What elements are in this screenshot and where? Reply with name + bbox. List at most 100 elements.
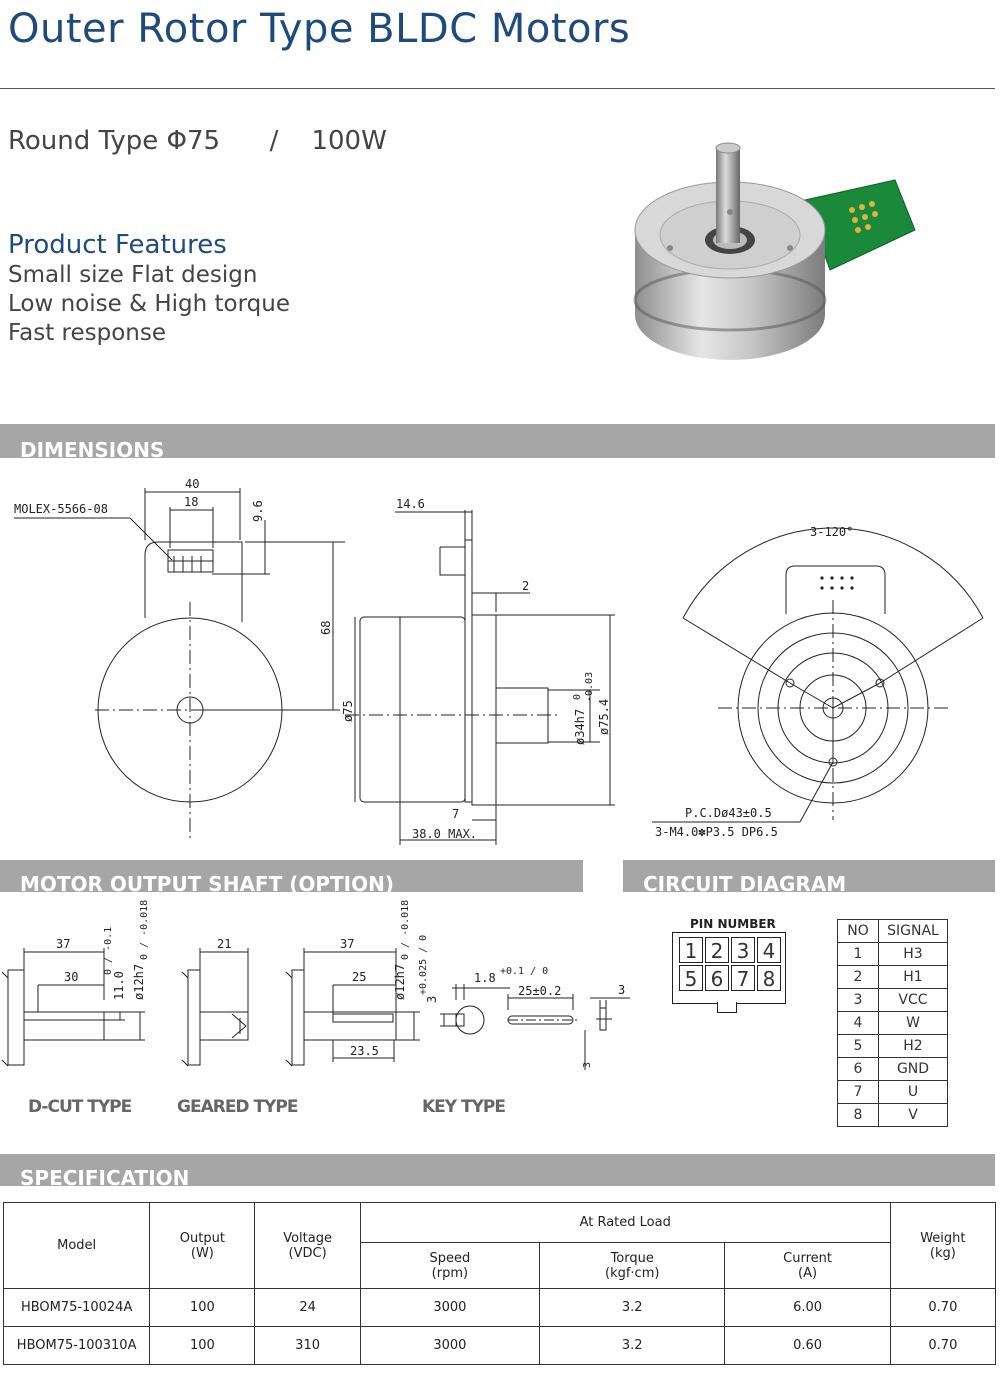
spec-header-current: Current (A) [724, 1242, 891, 1289]
dimensions-drawing: MOLEX-5566-08 40 18 9.6 68 ø75 14.6 2 7 … [14, 477, 984, 845]
signal-no: 2 [837, 965, 879, 989]
dcut-dim-11: 11.0 [112, 971, 126, 1000]
specification-title: SPECIFICATION [20, 1166, 190, 1190]
spec-cell: 3.2 [539, 1288, 726, 1327]
signal-name: W [878, 1011, 948, 1035]
spec-header-output: Output (W) [149, 1202, 256, 1289]
table-row: HBOM75-10024A 100 24 3000 3.2 6.00 0.70 [2, 1288, 997, 1327]
spec-header-model: Model [2, 1202, 151, 1289]
dcut-type-label: D-CUT TYPE [28, 1097, 132, 1117]
signal-name: U [878, 1080, 948, 1104]
geared-dim-21: 21 [217, 937, 231, 951]
spec-cell: HBOM75-10024A [2, 1288, 151, 1327]
spec-cell: 3000 [359, 1326, 541, 1365]
pin-number-title: PIN NUMBER [690, 917, 776, 931]
dcut-dim-37: 37 [56, 937, 70, 951]
signal-no: 8 [837, 1103, 879, 1127]
signal-no: 1 [837, 942, 879, 966]
spec-cell: 6.00 [724, 1288, 891, 1327]
pin-cell: 6 [705, 965, 729, 991]
key-dim-23-5: 23.5 [350, 1044, 379, 1058]
motor-product-image [633, 142, 916, 360]
pin-cell: 4 [757, 937, 781, 963]
pin-connector: 1 2 3 4 5 6 7 8 [672, 932, 786, 1013]
spec-header-torque: Torque (kgf·cm) [539, 1242, 726, 1289]
signal-name: VCC [878, 988, 948, 1012]
circuit-title: CIRCUIT DIAGRAM [643, 872, 847, 896]
signal-no: 3 [837, 988, 879, 1012]
key-dim-d12: ø12h7 [393, 964, 407, 1000]
dim-14-6: 14.6 [396, 497, 425, 511]
spec-cell: 0.70 [889, 1326, 997, 1365]
spec-cell: 0.70 [889, 1288, 997, 1327]
dcut-dim-d12-tol: 0 / -0.018 [139, 900, 150, 960]
signal-no: 7 [837, 1080, 879, 1104]
signal-no: 6 [837, 1057, 879, 1081]
key-dim-25: 25 [352, 970, 366, 984]
pin-cell: 2 [705, 937, 729, 963]
spec-cell: 0.60 [724, 1326, 891, 1365]
dim-d34: ø34h7 [573, 709, 587, 745]
title-divider [0, 88, 995, 89]
pin-cell: 1 [679, 937, 703, 963]
specification-section-header: SPECIFICATION [0, 1154, 995, 1190]
spec-cell: 100 [149, 1326, 256, 1365]
geared-type-label: GEARED TYPE [177, 1097, 298, 1117]
shaft-title: MOTOR OUTPUT SHAFT (OPTION) [20, 872, 394, 896]
pin-cell: 5 [679, 965, 703, 991]
dim-d75-4: ø75.4 [597, 699, 611, 735]
dcut-dim-d12: ø12h7 [132, 964, 146, 1000]
pin-cell: 8 [757, 965, 781, 991]
connector-label: MOLEX-5566-08 [14, 502, 108, 516]
spec-header-rated-load: At Rated Load [359, 1202, 891, 1243]
signal-header-no: NO [837, 919, 879, 943]
specification-table: Model Output (W) Voltage (VDC) At Rated … [2, 1202, 997, 1365]
feature-item: Low noise & High torque [8, 291, 290, 317]
key-type-label: KEY TYPE [422, 1097, 506, 1117]
table-row: HBOM75-100310A 100 310 3000 3.2 0.60 0.7… [2, 1326, 997, 1365]
pin-cell: 3 [731, 937, 755, 963]
spec-cell: 3000 [359, 1288, 541, 1327]
pin-cell: 7 [731, 965, 755, 991]
dim-7: 7 [452, 807, 459, 821]
spec-header-weight: Weight (kg) [889, 1202, 997, 1289]
dim-38-max: 38.0 MAX. [412, 827, 477, 841]
key-dim-25-tol: 25±0.2 [518, 984, 561, 998]
spec-cell: 24 [254, 1288, 361, 1327]
signal-name: H2 [878, 1034, 948, 1058]
dim-d75: ø75 [341, 700, 355, 722]
spec-cell: 3.2 [539, 1326, 726, 1365]
dim-2: 2 [522, 579, 529, 593]
dimensions-section-header: DIMENSIONS [0, 424, 995, 462]
spec-cell: HBOM75-100310A [2, 1326, 151, 1365]
dim-holes: 3-M4.0✽P3.5 DP6.5 [655, 825, 778, 839]
key-dim-3: 3 [425, 996, 439, 1003]
key-dim-d12-tol: 0 / -0.018 [400, 900, 411, 960]
spec-header-voltage: Voltage (VDC) [254, 1202, 361, 1289]
feature-item: Fast response [8, 320, 166, 346]
dimensions-title: DIMENSIONS [20, 438, 165, 462]
circuit-section-header: CIRCUIT DIAGRAM [623, 860, 995, 896]
product-subtitle: Round Type Φ75 / 100W [8, 126, 387, 156]
key-dim-1-8: 1.8 [474, 971, 496, 985]
key-dim-3c: 3 [582, 1062, 593, 1068]
spec-header-speed: Speed (rpm) [359, 1242, 541, 1289]
key-dim-37: 37 [340, 937, 354, 951]
signal-name: H3 [878, 942, 948, 966]
dcut-dim-30: 30 [64, 970, 78, 984]
dim-d34-tol-lo: -0.03 [584, 672, 595, 702]
signal-header-signal: SIGNAL [878, 919, 948, 943]
page-title: Outer Rotor Type BLDC Motors [8, 6, 631, 52]
signal-name: H1 [878, 965, 948, 989]
dim-3-120: 3-120° [810, 525, 853, 539]
shaft-section-header: MOTOR OUTPUT SHAFT (OPTION) [0, 860, 583, 896]
shaft-drawing: 37 30 11.0 0 / -0.1 ø12h7 0 / -0.018 21 … [1, 900, 630, 1070]
signal-no: 4 [837, 1011, 879, 1035]
signal-name: V [878, 1103, 948, 1127]
key-dim-3b: 3 [618, 983, 625, 997]
feature-item: Small size Flat design [8, 262, 258, 288]
spec-cell: 310 [254, 1326, 361, 1365]
dim-9-6: 9.6 [251, 500, 265, 522]
dim-68: 68 [319, 621, 333, 635]
key-dim-1-8-tol: +0.1 / 0 [500, 966, 548, 977]
